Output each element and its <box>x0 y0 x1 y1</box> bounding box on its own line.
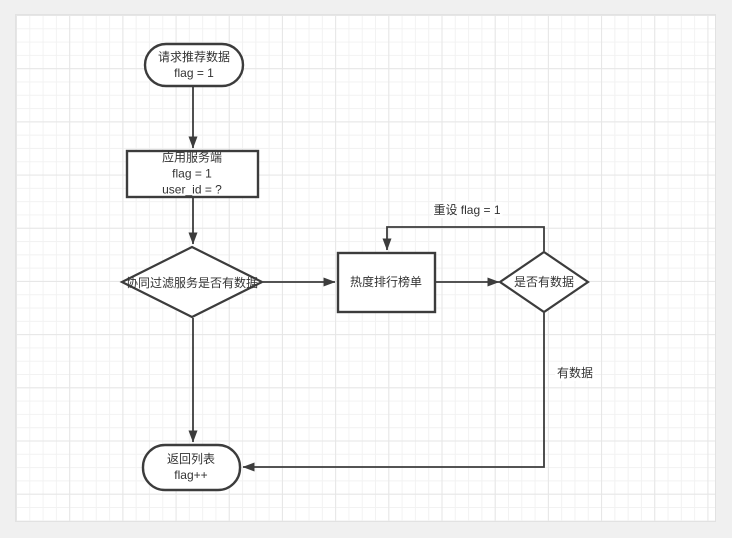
data-check-decision-node[interactable] <box>498 250 590 314</box>
hot-rank-node[interactable] <box>336 251 437 314</box>
edge-data-check-to-end[interactable] <box>242 313 545 472</box>
app-server-node[interactable] <box>125 149 260 199</box>
cf-check-decision-node[interactable] <box>119 245 265 319</box>
start-node[interactable] <box>143 42 245 88</box>
end-node[interactable] <box>141 443 242 492</box>
edge-data-check-loop-to-hot-rank[interactable] <box>382 226 545 251</box>
